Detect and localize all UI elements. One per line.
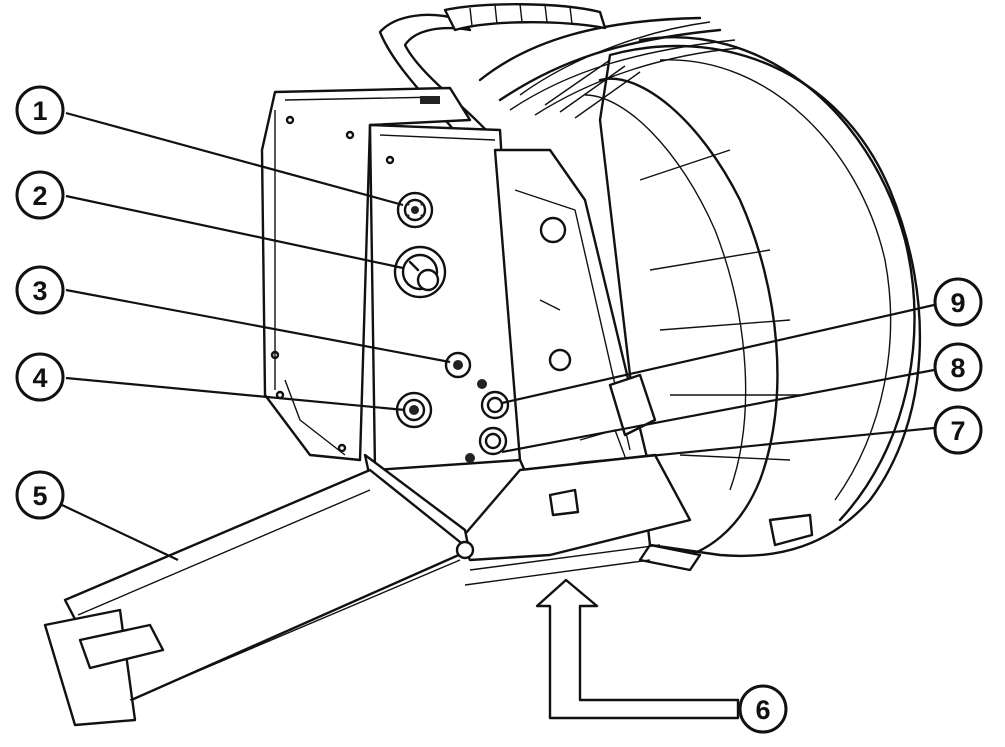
- callout-2: 2: [15, 170, 65, 220]
- callout-3-label: 3: [32, 276, 47, 306]
- leader-lines: [61, 111, 935, 561]
- callout-6-label: 6: [755, 695, 770, 725]
- airflow-arrow: [535, 578, 740, 720]
- connector-2-power-socket: [393, 245, 447, 299]
- callout-1-label: 1: [32, 96, 47, 126]
- callout-9-label: 9: [950, 288, 965, 318]
- leader-line-8: [501, 368, 935, 454]
- callout-6: 6: [738, 684, 788, 734]
- connector-4-connector: [395, 391, 433, 429]
- leader-line-1: [65, 111, 404, 207]
- callout-4: 4: [15, 352, 65, 402]
- leader-line-2: [65, 194, 404, 270]
- connector-panel: [368, 123, 522, 472]
- callout-1: 1: [15, 85, 65, 135]
- callout-3: 3: [15, 265, 65, 315]
- callout-5-label: 5: [32, 481, 47, 511]
- spool-housing: [584, 36, 922, 572]
- connector-8-coupling: [478, 426, 508, 456]
- callout-8-label: 8: [950, 353, 965, 383]
- leader-line-5: [61, 504, 179, 561]
- leader-line-9: [501, 303, 935, 405]
- item-5-support-foot: [43, 453, 475, 727]
- callout-5: 5: [15, 470, 65, 520]
- connector-3-small-socket: [444, 351, 472, 379]
- base-bracket: [458, 453, 692, 586]
- connector-1-control-socket: [396, 191, 434, 229]
- leader-line-3: [65, 288, 451, 364]
- cable-bundle: [478, 16, 741, 119]
- callout-9: 9: [933, 277, 983, 327]
- connector-9-coupling: [480, 390, 510, 420]
- callout-7-label: 7: [950, 416, 965, 446]
- callout-8: 8: [933, 342, 983, 392]
- callout-7: 7: [933, 405, 983, 455]
- callout-2-label: 2: [32, 181, 47, 211]
- wire-feeder-unit: [43, 3, 922, 727]
- leader-line-7: [577, 426, 935, 465]
- callout-4-label: 4: [32, 363, 47, 393]
- leader-line-4: [65, 376, 406, 412]
